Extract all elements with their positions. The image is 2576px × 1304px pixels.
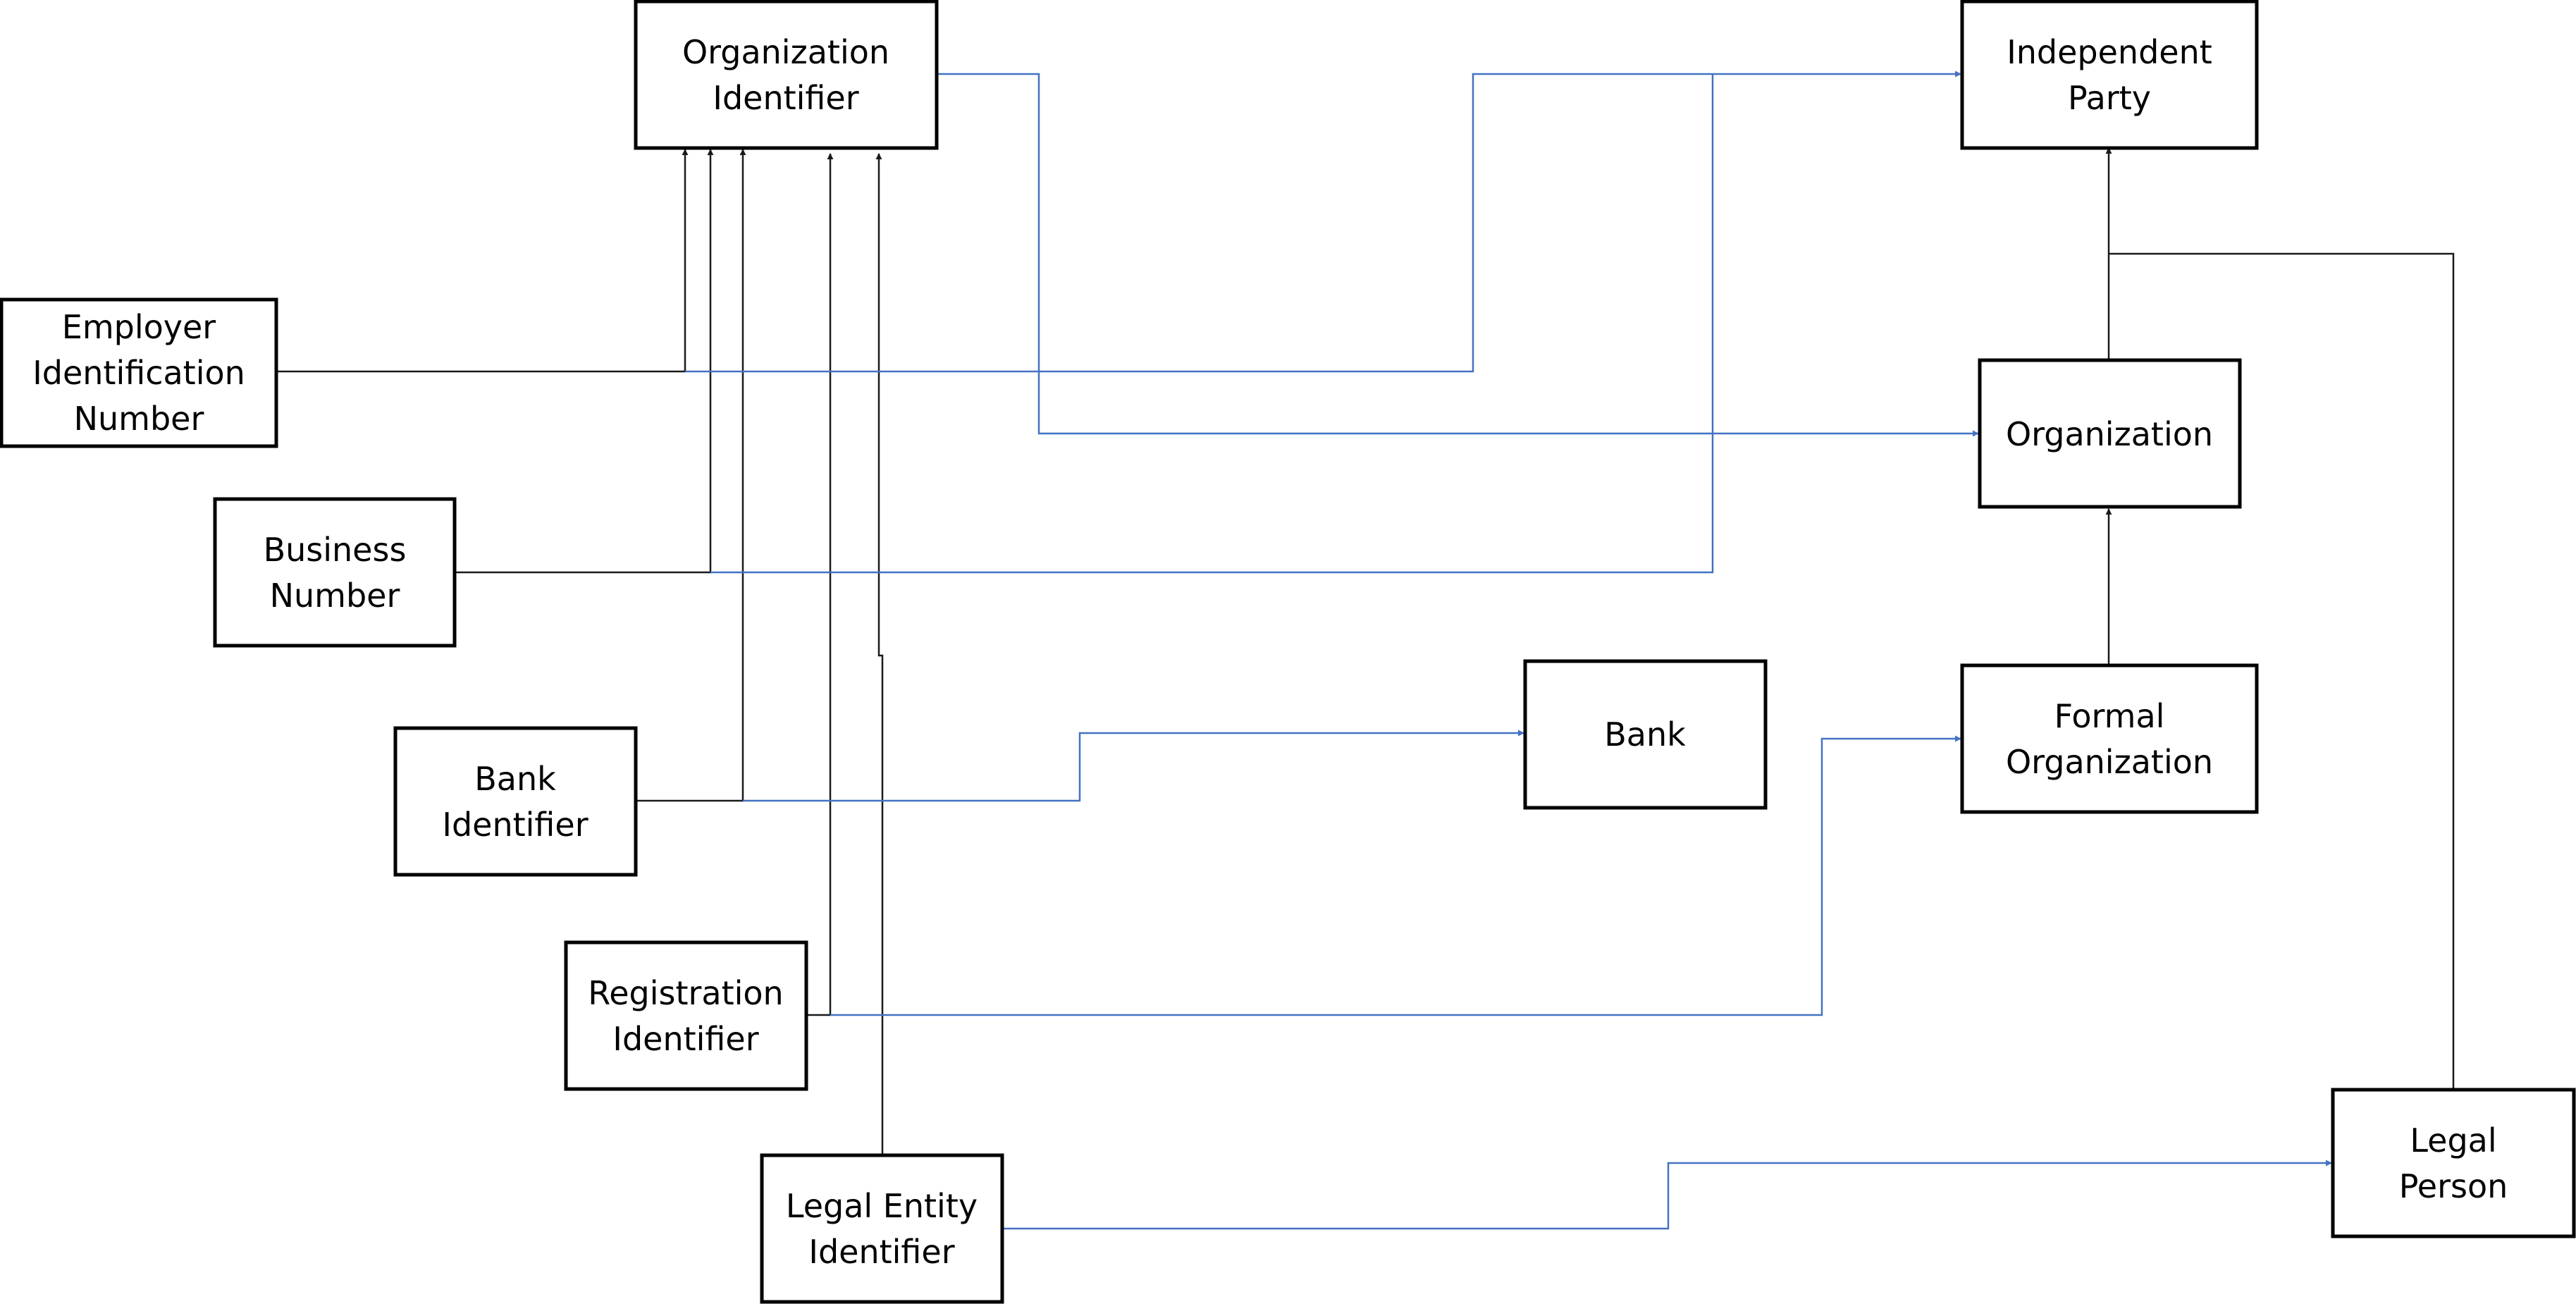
- business-number-box: [213, 497, 457, 648]
- edge-business-number-to-organization-identifier: [455, 149, 714, 574]
- independent-party-label-line2: Party: [2068, 79, 2151, 117]
- organization-identifier-box: [634, 0, 939, 150]
- organization-identifier-label-line1: Organization: [682, 33, 889, 71]
- registration-identifier-node: Registration Identifier: [564, 940, 808, 1091]
- bank-identifier-box: [393, 726, 638, 877]
- edge-registration-identifier-to-formal-organization: [830, 735, 1961, 1016]
- employer-identification-number-node: Employer Identification Number: [0, 297, 278, 448]
- legal-entity-identifier-label-line2: Identifier: [808, 1233, 954, 1271]
- legal-person-box: [2331, 1088, 2576, 1238]
- employer-identification-number-label-line1: Employer: [62, 308, 216, 346]
- legal-entity-identifier-node: Legal Entity Identifier: [760, 1153, 1004, 1304]
- independent-party-node: Independent Party: [1960, 0, 2259, 150]
- edge-registration-identifier-to-organization-identifier: [806, 153, 834, 1016]
- legal-entity-identifier-box: [760, 1153, 1004, 1304]
- organization-node: Organization: [1978, 358, 2242, 509]
- edge-organization-identifier-to-organization: [937, 73, 1979, 437]
- edge-legal-entity-identifier-to-organization-identifier: [875, 153, 884, 1154]
- edges: [276, 70, 2455, 1230]
- organization-box: [1978, 358, 2242, 509]
- formal-organization-box: [1960, 663, 2259, 814]
- independent-party-box: [1960, 0, 2259, 150]
- bank-label-line1: Bank: [1604, 715, 1686, 754]
- organization-identifier-node: Organization Identifier: [634, 0, 939, 150]
- edge-ein-to-independent-party: [685, 70, 1961, 373]
- bank-identifier-label-line1: Bank: [474, 760, 556, 798]
- registration-identifier-label-line1: Registration: [588, 974, 783, 1012]
- organization-identifier-label-line2: Identifier: [713, 79, 858, 117]
- edge-bank-identifier-to-organization-identifier: [636, 149, 746, 802]
- employer-identification-number-label-line2: Identification: [32, 354, 245, 392]
- edge-legal-entity-identifier-to-legal-person: [1002, 1160, 2332, 1230]
- legal-person-label-line1: Legal: [2410, 1121, 2496, 1160]
- bank-identifier-node: Bank Identifier: [393, 726, 638, 877]
- employer-identification-number-box: [0, 297, 278, 448]
- registration-identifier-box: [564, 940, 808, 1091]
- independent-party-label-line1: Independent: [2007, 33, 2212, 71]
- employer-identification-number-label-line3: Number: [74, 400, 204, 438]
- bank-box: [1523, 659, 1768, 810]
- legal-entity-identifier-label-line1: Legal Entity: [786, 1187, 978, 1225]
- edge-bank-identifier-to-bank: [743, 730, 1524, 802]
- legal-person-label-line2: Person: [2399, 1167, 2508, 1205]
- organization-label-line1: Organization: [2006, 415, 2213, 453]
- business-number-label-line2: Number: [270, 577, 400, 615]
- registration-identifier-label-line2: Identifier: [612, 1020, 758, 1058]
- edge-ein-to-organization-identifier: [276, 149, 689, 373]
- formal-organization-label-line1: Formal: [2054, 697, 2165, 735]
- business-number-label-line1: Business: [264, 531, 407, 569]
- bank-identifier-label-line2: Identifier: [442, 806, 588, 844]
- business-number-node: Business Number: [213, 497, 457, 648]
- formal-organization-label-line2: Organization: [2006, 743, 2213, 781]
- edge-business-number-to-independent-party: [710, 74, 1714, 574]
- legal-person-node: Legal Person: [2331, 1088, 2576, 1238]
- formal-organization-node: Formal Organization: [1960, 663, 2259, 814]
- bank-node: Bank: [1523, 659, 1768, 810]
- edge-legal-person-to-independent-party: [2109, 252, 2455, 1089]
